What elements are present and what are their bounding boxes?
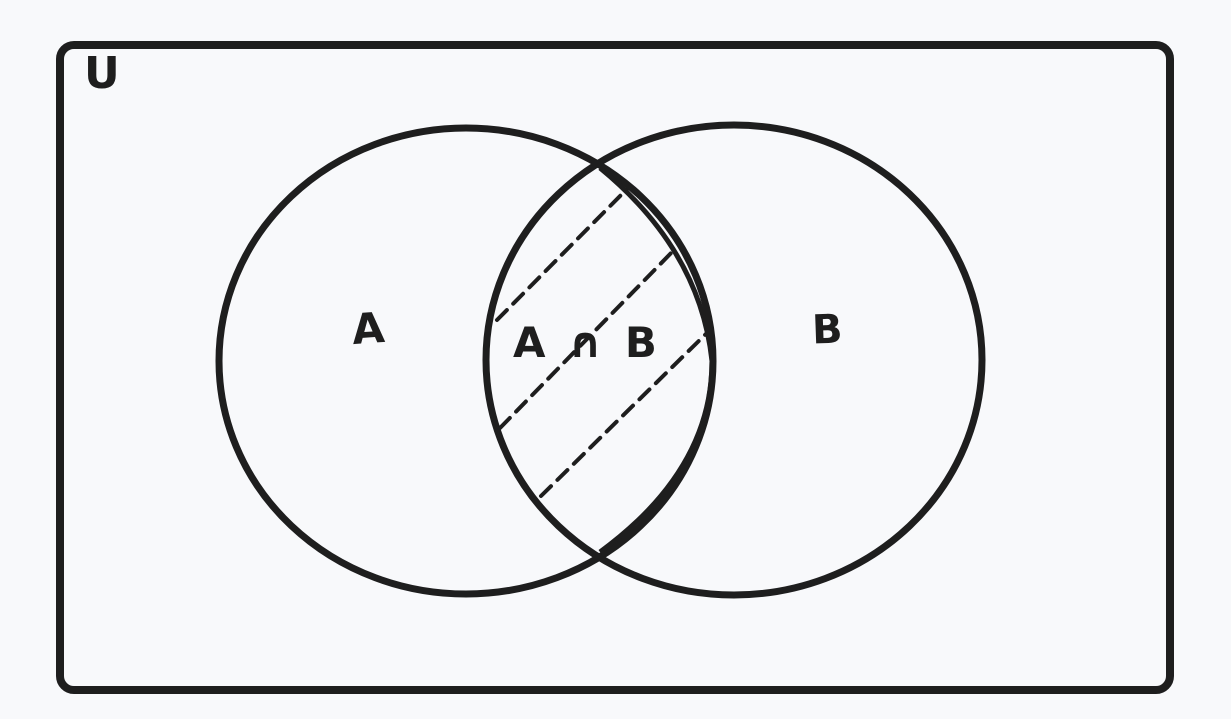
- set-b-circle: [482, 121, 986, 599]
- set-a-label: A: [350, 302, 387, 355]
- universe-label: U: [84, 48, 120, 99]
- intersection-hatch: [495, 186, 714, 498]
- set-b-label: B: [811, 306, 844, 354]
- set-a-circle-right-arc: [598, 166, 715, 555]
- intersection-label: A ∩ B: [513, 318, 661, 367]
- universe-frame: [56, 41, 1174, 694]
